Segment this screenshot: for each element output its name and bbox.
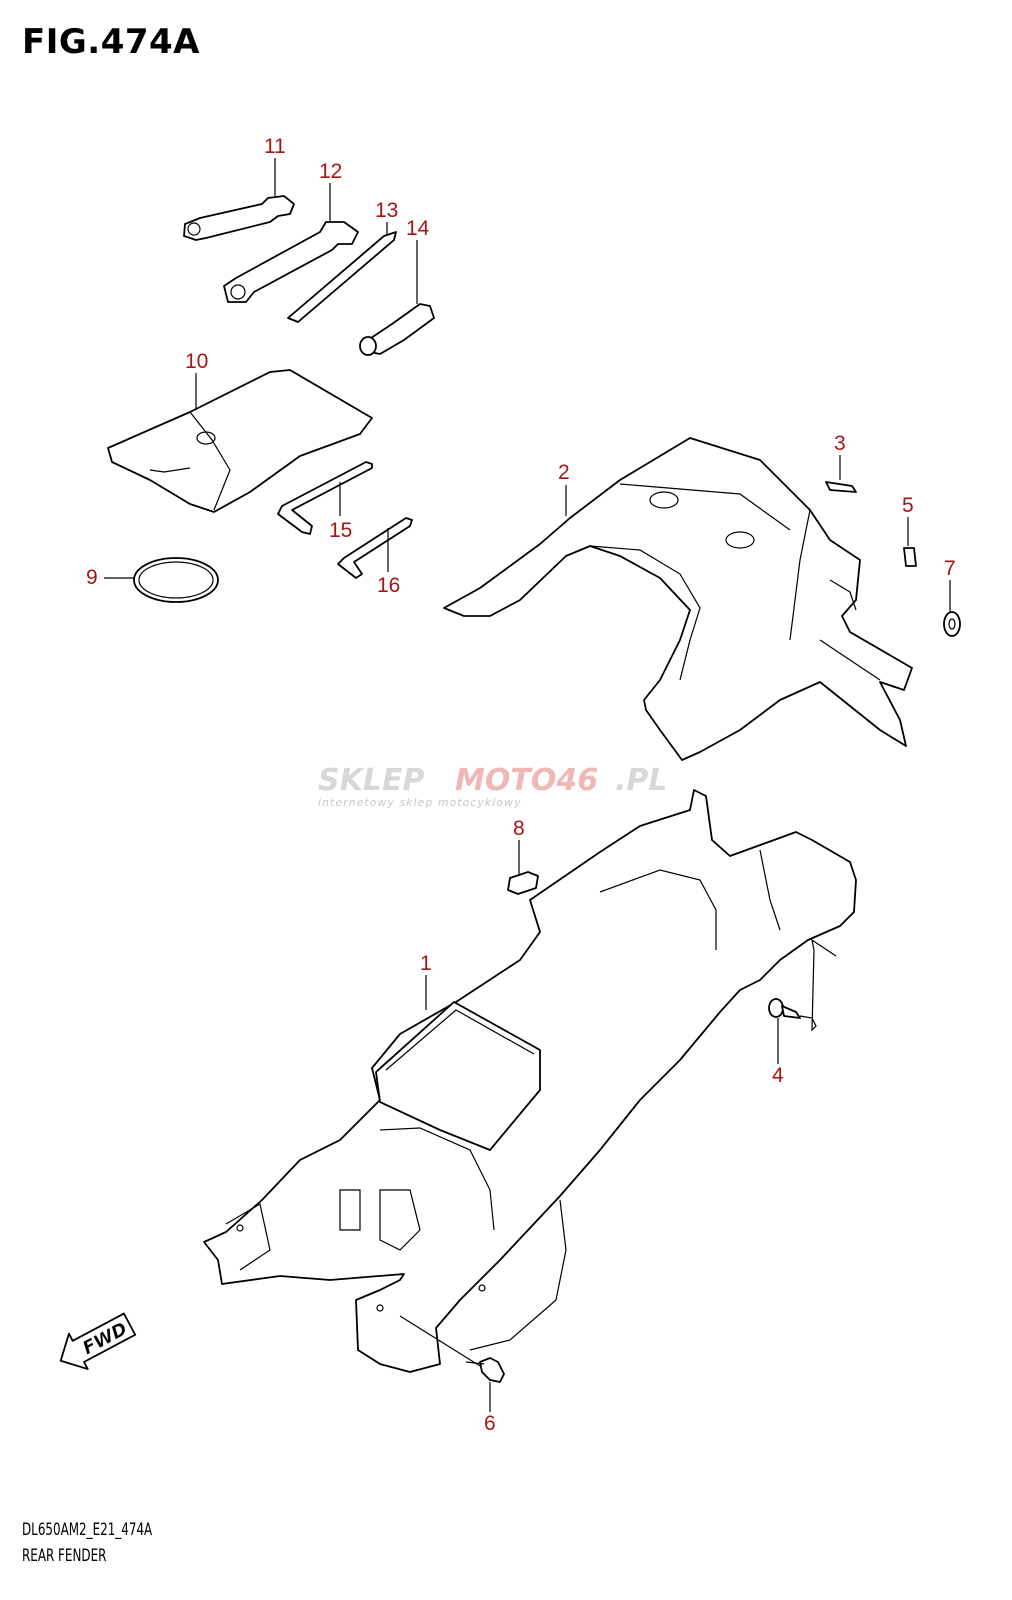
part-10-tool-bag (107, 369, 373, 513)
watermark-tagline: internetowy sklep motocyklowy (318, 796, 522, 809)
figure-title: FIG.474A (22, 22, 200, 62)
part-8-cushion (507, 871, 539, 895)
callout-6: 6 (484, 1412, 496, 1435)
part-14-handle (359, 303, 435, 356)
callout-10: 10 (185, 350, 208, 373)
callout-14: 14 (406, 217, 430, 240)
callout-16: 16 (377, 574, 400, 597)
part-11-wrench (183, 195, 295, 241)
part-9-ring (133, 557, 219, 603)
callout-3: 3 (834, 432, 846, 455)
part-12-wrench (223, 221, 359, 303)
callout-7: 7 (944, 557, 956, 580)
callout-2: 2 (558, 461, 570, 484)
part-1-fender (203, 789, 857, 1373)
callout-1: 1 (420, 952, 432, 975)
part-2-rear-cover (443, 437, 913, 761)
part-13-screwdriver (287, 231, 397, 323)
leader-lines (104, 158, 951, 1412)
watermark-brand-1: SKLEP (318, 763, 424, 798)
part-7-washer (943, 611, 961, 637)
part-4-rivet (768, 998, 801, 1019)
callout-4: 4 (772, 1064, 784, 1087)
callout-15: 15 (329, 519, 352, 542)
fwd-direction-arrow: FWD (59, 1312, 137, 1370)
callout-8: 8 (513, 817, 525, 840)
callout-11: 11 (264, 135, 286, 158)
part-15-hex-key (277, 461, 373, 535)
part-3-pad (825, 481, 857, 493)
watermark-brand-3: .PL (615, 763, 668, 798)
callout-9: 9 (86, 566, 98, 589)
section-name: REAR FENDER (22, 1546, 107, 1566)
callout-labels: 11 12 13 14 10 15 16 9 2 3 5 7 8 1 4 6 (86, 135, 956, 1435)
part-6-bolt (465, 1357, 505, 1383)
model-code: DL650AM2_E21_474A (22, 1520, 153, 1540)
callout-5: 5 (902, 494, 914, 517)
watermark-brand-2: MOTO46 (455, 763, 598, 798)
watermark: SKLEP MOTO46 .PL internetowy sklep motoc… (318, 763, 668, 809)
part-16-hex-key (337, 517, 413, 579)
part-5-clip (903, 547, 917, 567)
callout-12: 12 (319, 160, 342, 183)
callout-13: 13 (375, 199, 398, 222)
